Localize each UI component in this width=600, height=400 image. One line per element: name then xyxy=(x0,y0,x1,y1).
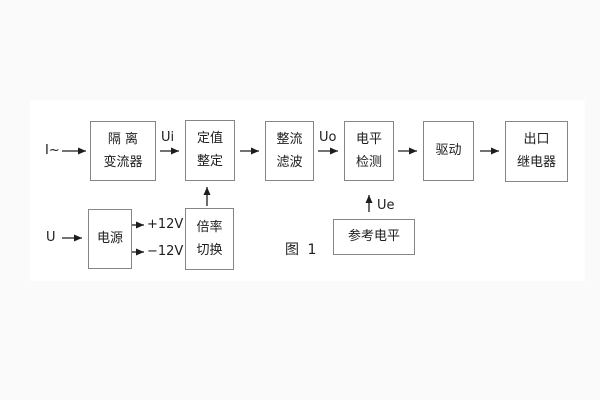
block-label-line: 电平 xyxy=(355,131,382,147)
block-label-line: 切换 xyxy=(196,242,223,258)
block-label-line: 继电器 xyxy=(516,155,556,170)
block-setpoint-adjust: 定值 整定 xyxy=(185,120,235,181)
figure-caption: 图 1 xyxy=(285,242,319,258)
block-label-line: 滤波 xyxy=(276,154,303,170)
signal-input-current: I~ xyxy=(45,143,60,158)
block-rectifier-filter: 整流 滤波 xyxy=(265,121,314,181)
block-output-relay: 出口 继电器 xyxy=(505,121,568,182)
block-label-line: 电源 xyxy=(96,231,123,246)
block-ratio-switch: 倍率 切换 xyxy=(185,208,234,270)
block-label-line: 出口 xyxy=(523,132,550,147)
block-label-line: 驱动 xyxy=(435,143,462,158)
block-reference-level: 参考电平 xyxy=(333,219,415,255)
signal-ue: Ue xyxy=(377,198,395,213)
block-drive: 驱动 xyxy=(423,121,474,181)
block-isolation-transformer: 隔 离 变流器 xyxy=(90,121,156,181)
block-label-line: 整流 xyxy=(276,131,303,147)
signal-uo: Uo xyxy=(319,130,337,145)
signal-ui: Ui xyxy=(161,130,175,145)
block-level-detect: 电平 检测 xyxy=(344,121,394,181)
signal-minus12v: −12V xyxy=(147,244,184,259)
block-label-line: 定值 xyxy=(196,131,223,146)
signal-input-voltage: U xyxy=(46,230,56,245)
block-label-line: 整定 xyxy=(196,154,223,169)
block-label-line: 参考电平 xyxy=(347,229,400,244)
signal-plus12v: +12V xyxy=(147,217,184,232)
block-label-line: 倍率 xyxy=(196,219,223,235)
block-label-line: 检测 xyxy=(355,154,382,170)
block-label-line: 隔 离 xyxy=(107,131,139,147)
block-label-line: 变流器 xyxy=(103,154,143,170)
block-power-supply: 电源 xyxy=(88,209,132,269)
